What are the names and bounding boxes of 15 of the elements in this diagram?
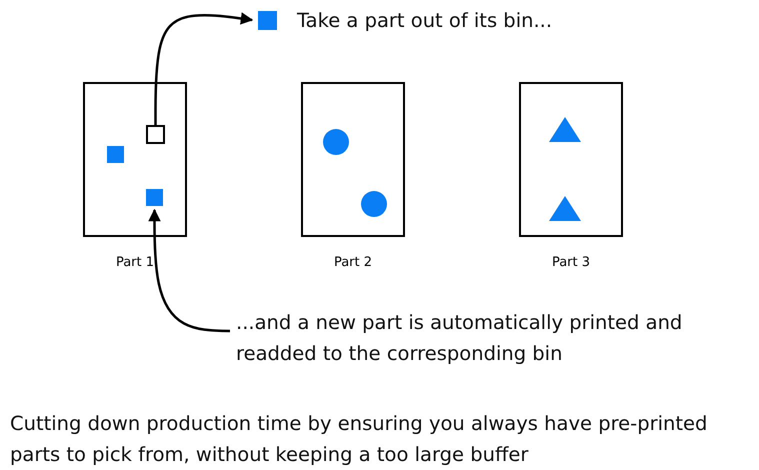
part-square (106, 145, 125, 164)
part-circle (323, 129, 349, 155)
curved-arrow (154, 12, 254, 125)
bin-label: Part 1 (114, 255, 156, 270)
bin-label: Part 3 (550, 255, 592, 270)
part-triangle (549, 117, 581, 142)
empty-slot (146, 125, 165, 144)
part-square (145, 188, 164, 207)
step-text: Take a part out of its bin... (297, 8, 552, 34)
part-triangle (549, 196, 581, 221)
part-circle (361, 191, 387, 217)
bin-label: Part 2 (332, 255, 374, 270)
caption: Cutting down production time by ensuring you always have pre-printed parts to pick from, without keeping a too large buffer (10, 411, 708, 468)
step-text: ...and a new part is automatically printed and readded to the corresponding bin (236, 310, 684, 367)
curved-arrow (148, 208, 230, 332)
